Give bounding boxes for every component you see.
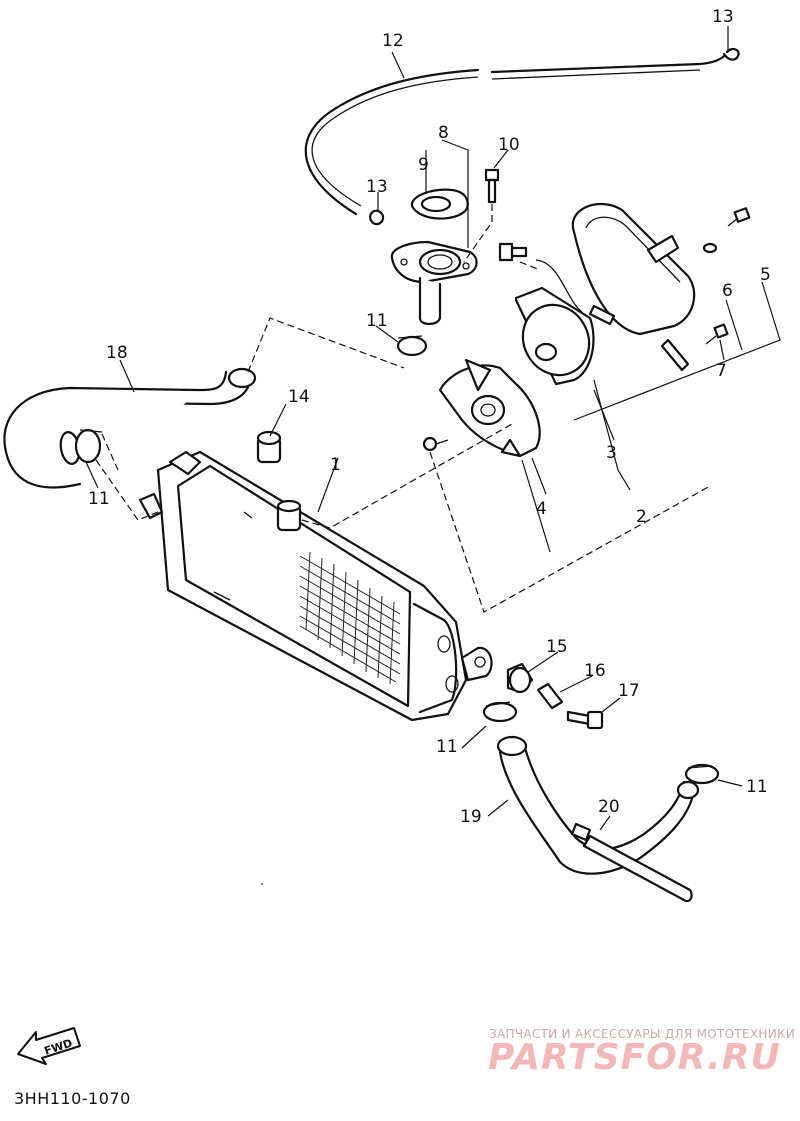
callout-5: 5 [760,265,771,285]
hose-clamp-lower-right[interactable] [684,763,720,785]
rubber-grommet[interactable] [506,662,534,694]
callout-15: 15 [546,637,568,657]
drawing-code: 3HH110-1070 [14,1089,131,1108]
hose-clamp-upper-left[interactable] [74,428,103,464]
fan-shroud[interactable] [571,202,696,372]
upper-radiator-hose[interactable] [3,367,257,489]
callout-1: 1 [330,455,341,475]
fan-screw[interactable] [422,436,449,452]
radiator-cap[interactable] [410,188,469,220]
fan-motor[interactable] [510,259,601,387]
callout-4: 4 [536,499,547,519]
forward-arrow-icon: FWD [17,1027,81,1065]
hose-clip-top-right[interactable] [722,47,740,61]
lower-radiator-hose[interactable] [496,735,700,875]
cable-tie[interactable] [570,822,693,903]
callout-17: 17 [618,681,640,701]
collar[interactable] [536,682,564,710]
radiator[interactable] [138,450,468,722]
callout-13-left: 13 [366,177,388,197]
mount-bolt[interactable] [566,710,604,730]
callout-9: 9 [418,155,429,175]
watermark-tagline: ЗАПЧАСТИ И АКСЕССУАРЫ ДЛЯ МОТОТЕХНИКИ [489,1027,796,1041]
callout-7: 7 [716,361,727,381]
filler-neck[interactable] [390,240,478,326]
shroud-bolt[interactable] [727,207,751,227]
motor-connector[interactable] [498,242,528,262]
callout-8: 8 [438,123,449,143]
callout-16: 16 [584,661,606,681]
callout-14: 14 [288,387,310,407]
washer[interactable] [702,242,718,254]
filler-neck-bolt[interactable] [484,168,500,204]
hose-clamp-neck[interactable] [396,335,428,357]
callout-18: 18 [106,343,128,363]
watermark-brand: PARTSFOR.RU [488,1037,781,1078]
callout-20: 20 [598,797,620,817]
callout-13-top: 13 [712,7,734,27]
callout-10: 10 [498,135,520,155]
callout-2: 2 [636,507,647,527]
callout-11-upper-left: 11 [88,489,110,509]
radiator-bracket[interactable] [460,646,493,682]
drain-plug[interactable] [256,430,282,464]
callout-12: 12 [382,31,404,51]
callout-3: 3 [606,443,617,463]
hose-clip-left[interactable] [369,209,385,226]
callout-11-neck: 11 [366,311,388,331]
callout-6: 6 [722,281,733,301]
callout-19: 19 [460,807,482,827]
callout-11-lower-left: 11 [436,737,458,757]
callout-11-lower-right: 11 [746,777,768,797]
hose-clamp-lower-left[interactable] [482,701,518,723]
overflow-hose[interactable] [304,50,730,216]
grommet-bolt[interactable] [705,323,729,345]
cooling-fan[interactable] [438,358,541,458]
